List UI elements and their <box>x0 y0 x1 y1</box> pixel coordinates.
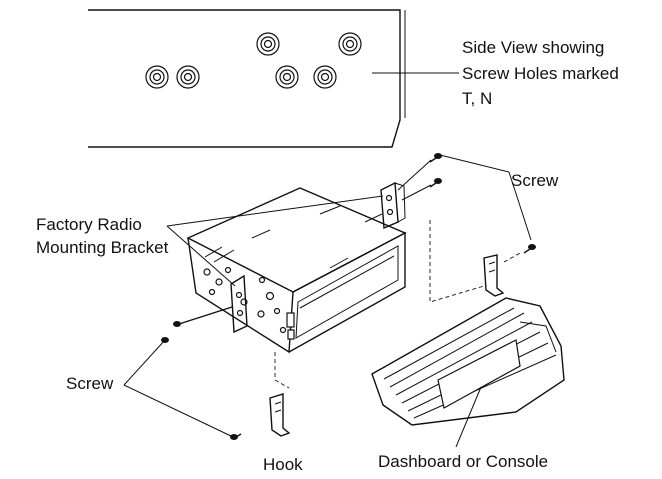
hook-icon <box>269 393 291 437</box>
screw-top-label: Screw <box>511 171 559 190</box>
screw-icon <box>429 178 442 188</box>
dashboard-leader <box>455 386 482 448</box>
dashboard-console <box>371 297 565 426</box>
right-guide <box>429 220 485 303</box>
hook-label: Hook <box>263 455 303 474</box>
hook-icon <box>483 254 505 297</box>
screw-icon <box>429 153 442 163</box>
dashboard-label: Dashboard or Console <box>378 452 548 471</box>
side-view-label-line3: T, N <box>462 89 492 108</box>
bracket-icon <box>380 181 406 230</box>
screw-hole-icon <box>338 32 362 56</box>
screw-icon <box>523 244 536 254</box>
screw-left-label: Screw <box>66 374 114 393</box>
bracket-icon <box>230 274 248 334</box>
factory-bracket-label-line1: Factory Radio <box>36 215 142 234</box>
screw-hole-icon <box>313 65 337 89</box>
radio-chassis <box>186 187 407 354</box>
side-view-label-line2: Screw Holes marked <box>462 64 619 83</box>
side-view-label-line1: Side View showing <box>462 38 604 57</box>
side-view-panel <box>88 9 406 148</box>
screw-hole-icon <box>256 32 280 56</box>
screw-hole-icon <box>275 65 299 89</box>
screw-icon <box>173 306 233 327</box>
screw-hole-icon <box>145 65 169 89</box>
screw-icon <box>230 433 242 440</box>
bottom-guide <box>274 352 290 389</box>
factory-bracket-label-line2: Mounting Bracket <box>36 238 169 257</box>
screw-hole-icon <box>176 65 200 89</box>
